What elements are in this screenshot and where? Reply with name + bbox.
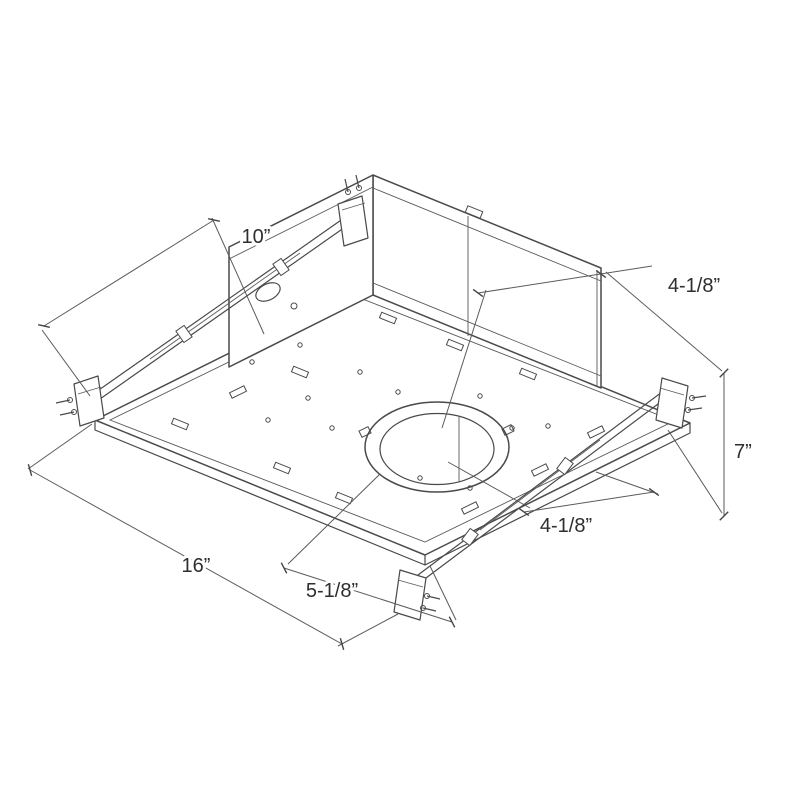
hanger-bar-left — [85, 210, 359, 407]
collar-ring — [364, 401, 510, 493]
dim-label-depth: 10” — [242, 226, 271, 248]
dim-label-center-to-right: 4-1/8” — [540, 515, 592, 537]
dimension-center-to-back — [441, 265, 653, 429]
back-wall-bottom-bend — [372, 282, 602, 377]
collar-outer-ring — [364, 401, 510, 493]
back-wall-tab — [464, 205, 484, 219]
dim-label-center-to-back: 4-1/8” — [668, 275, 720, 297]
back-wall-top-lip — [372, 187, 602, 282]
nailer-bracket-top — [337, 174, 369, 247]
dim-label-center-to-front: 5-1/8” — [306, 580, 358, 602]
dimension-center-to-front — [280, 473, 457, 628]
dim-label-height: 7” — [734, 441, 752, 463]
bar-clip — [175, 324, 193, 344]
left-wall-hole — [290, 302, 298, 310]
bar-clip — [461, 527, 479, 547]
dimension-width — [27, 423, 399, 650]
left-wall-top-lip — [228, 186, 374, 260]
dimension-depth — [37, 217, 265, 397]
hanger-bar-right — [409, 388, 671, 588]
pan-front-flange — [94, 420, 691, 566]
collar-inner-ring — [379, 412, 495, 486]
dim-label-width: 16” — [182, 555, 211, 577]
bar-clip — [272, 257, 290, 277]
nailer-bracket-bottom — [393, 569, 441, 621]
telescoping-channel — [149, 252, 301, 360]
nailer-bracket-right — [655, 377, 707, 429]
pan-slots — [170, 311, 606, 515]
bar-clip — [556, 456, 574, 476]
nailer-bracket-left — [55, 375, 105, 427]
knockout-oval — [255, 282, 281, 302]
telescoping-channel — [479, 439, 601, 531]
dimension-height — [605, 271, 729, 521]
dimension-center-to-right — [447, 461, 660, 517]
